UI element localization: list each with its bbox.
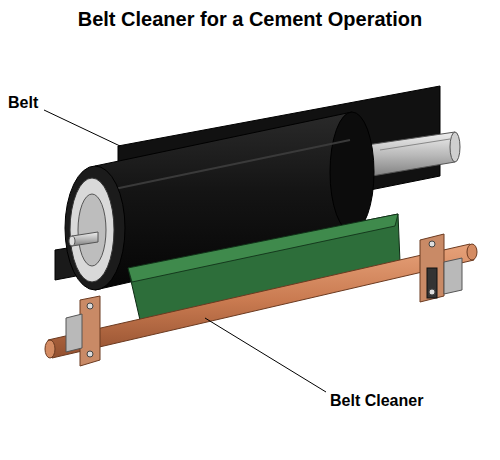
part-label: Belt Cleaner: [330, 392, 423, 410]
drum-left-end: [65, 166, 125, 290]
right-tensioner: [444, 258, 462, 294]
right-bracket: [420, 234, 444, 302]
leader-line: [44, 110, 120, 146]
end-disk: [70, 178, 114, 282]
left-tensioner: [66, 314, 82, 352]
spring: [427, 268, 437, 298]
part-label: Belt: [8, 94, 38, 112]
bar-end: [45, 340, 55, 358]
left-bracket: [80, 296, 100, 366]
shaft-end: [450, 132, 460, 162]
diagram-title: Belt Cleaner for a Cement Operation: [0, 8, 500, 31]
mainframe-bar: [48, 244, 474, 358]
leader-line: [205, 318, 326, 392]
drum-right-end: [330, 112, 374, 232]
